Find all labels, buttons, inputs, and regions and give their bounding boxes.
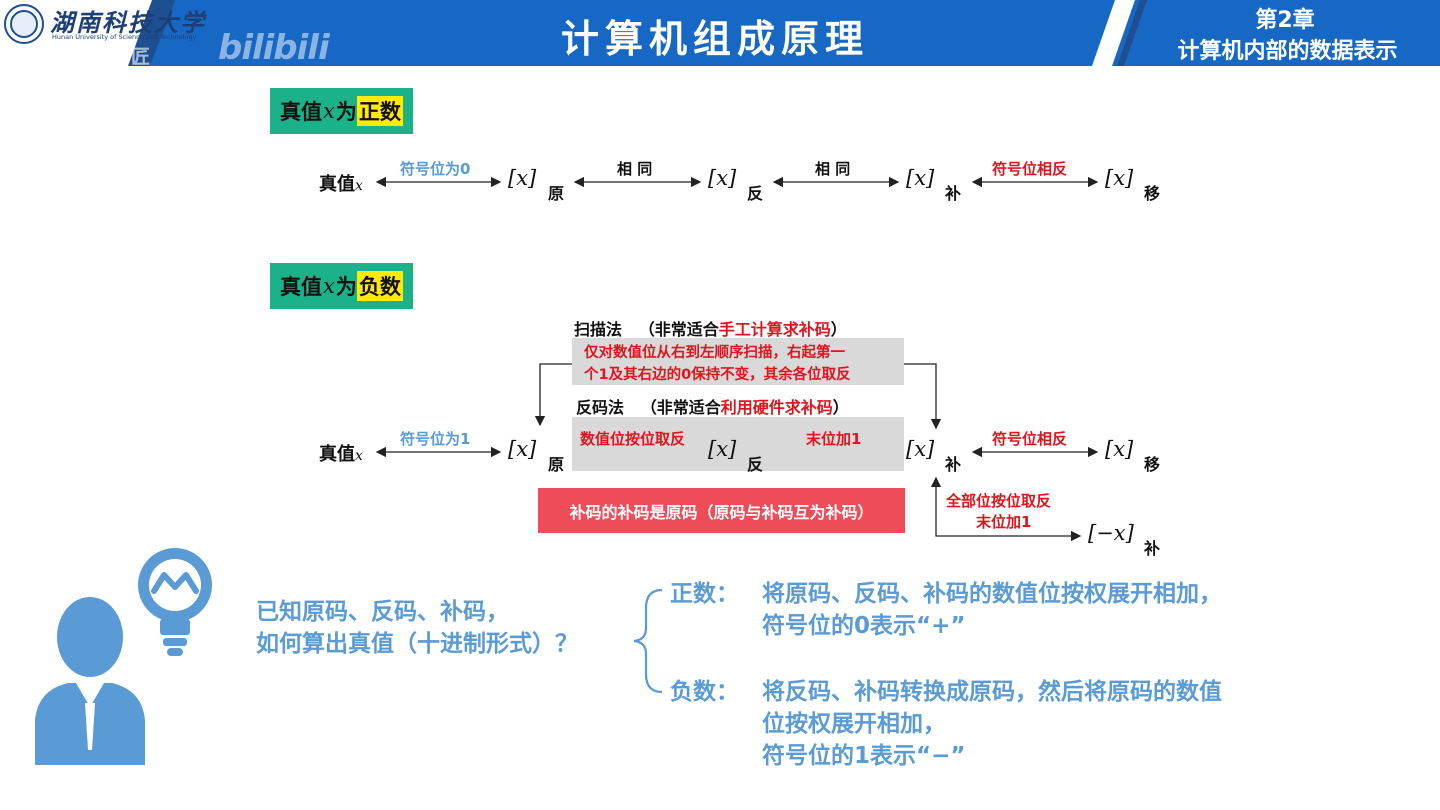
answer-negative-line-1: 将反码、补码转换成原码，然后将原码的数值 — [762, 679, 1222, 705]
question-line-2: 如何算出真值（十进制形式）？ — [256, 631, 578, 657]
code-fan: [x] — [708, 166, 737, 190]
chapter-name: 计算机内部的数据表示 — [1177, 39, 1398, 64]
edge-label-sign1: 符号位为1 — [400, 430, 471, 448]
neg-complement-line-2: 末位加1 — [976, 513, 1032, 531]
answer-positive-line-1: 将原码、反码、补码的数值位按权展开相加， — [762, 581, 1222, 607]
scan-method-title: 扫描法 （非常适合手工计算求补码） — [574, 320, 847, 339]
curly-brace — [633, 588, 663, 694]
scan-line-1: 仅对数值位从右到左顺序扫描，右起第一 — [584, 345, 845, 361]
code-yuan-neg: [x] — [508, 437, 537, 461]
question-line-1: 已知原码、反码、补码， — [256, 599, 509, 625]
sub-fan-neg: 反 — [747, 455, 764, 474]
sub-yuan-neg: 原 — [548, 455, 565, 474]
edge-label-plus1: 末位加1 — [806, 430, 862, 448]
edge-label-same-1: 相 同 — [617, 160, 653, 178]
answer-negative-label: 负数： — [670, 679, 739, 705]
code-bu: [x] — [906, 166, 935, 190]
sub-fan: 反 — [747, 184, 764, 203]
edge-label-sign-invert: 符号位相反 — [992, 160, 1068, 178]
university-seal-logo — [4, 4, 44, 44]
watermark-channel: 湖科大教书匠 — [36, 46, 151, 68]
edge-label-sign-invert-neg: 符号位相反 — [992, 430, 1068, 448]
fan-method-box — [572, 417, 904, 471]
code-neg-x-bu: [−x] — [1088, 521, 1134, 545]
sub-yi-neg: 移 — [1144, 455, 1161, 474]
code-fan-neg: [x] — [708, 437, 737, 461]
code-yi-neg: [x] — [1105, 437, 1134, 461]
node-true-value-neg: 真值x — [319, 444, 363, 465]
neg-complement-line-1: 全部位按位取反 — [946, 492, 1052, 510]
university-name-cn: 湖南科技大学 — [50, 8, 206, 37]
sub-yuan: 原 — [548, 184, 565, 203]
sub-bu: 补 — [945, 184, 962, 203]
course-title: 计算机组成原理 — [560, 17, 869, 61]
chapter-number: 第2章 — [1255, 8, 1315, 33]
complement-note: 补码的补码是原码（原码与补码互为补码） — [538, 488, 905, 533]
header-bar: 湖南科技大学 Hunan University of Science and T… — [0, 0, 1440, 68]
code-yi: [x] — [1105, 166, 1134, 190]
fan-method-title: 反码法 （非常适合利用硬件求补码） — [576, 398, 849, 417]
answer-positive-label: 正数： — [670, 581, 739, 607]
person-thinking-icon — [35, 548, 212, 765]
highlight-positive: 正数 — [356, 96, 403, 126]
edge-label-sign0: 符号位为0 — [400, 160, 471, 178]
scan-line-2: 个1及其右边的0保持不变，其余各位取反 — [584, 367, 851, 383]
answer-negative-line-3: 符号位的1表示“−” — [762, 743, 966, 769]
answer-positive-line-2: 符号位的0表示“+” — [762, 613, 966, 639]
edge-label-same-2: 相 同 — [815, 160, 851, 178]
code-bu-neg: [x] — [906, 437, 935, 461]
scan-method-box — [572, 338, 904, 385]
sub-yi: 移 — [1144, 184, 1161, 203]
code-yuan: [x] — [508, 166, 537, 190]
edge-label-invert: 数值位按位取反 — [580, 430, 686, 448]
answer-negative-line-2: 位按权展开相加， — [762, 711, 946, 737]
sub-bu-neg: 补 — [945, 455, 962, 474]
bilibili-watermark: bilibili — [218, 28, 330, 68]
header-band — [0, 0, 1440, 66]
node-true-value: 真值x — [319, 174, 363, 195]
highlight-negative: 负数 — [356, 271, 403, 301]
sub-bu-negx: 补 — [1144, 539, 1161, 558]
university-name-en: Hunan University of Science and Technolo… — [52, 33, 197, 41]
